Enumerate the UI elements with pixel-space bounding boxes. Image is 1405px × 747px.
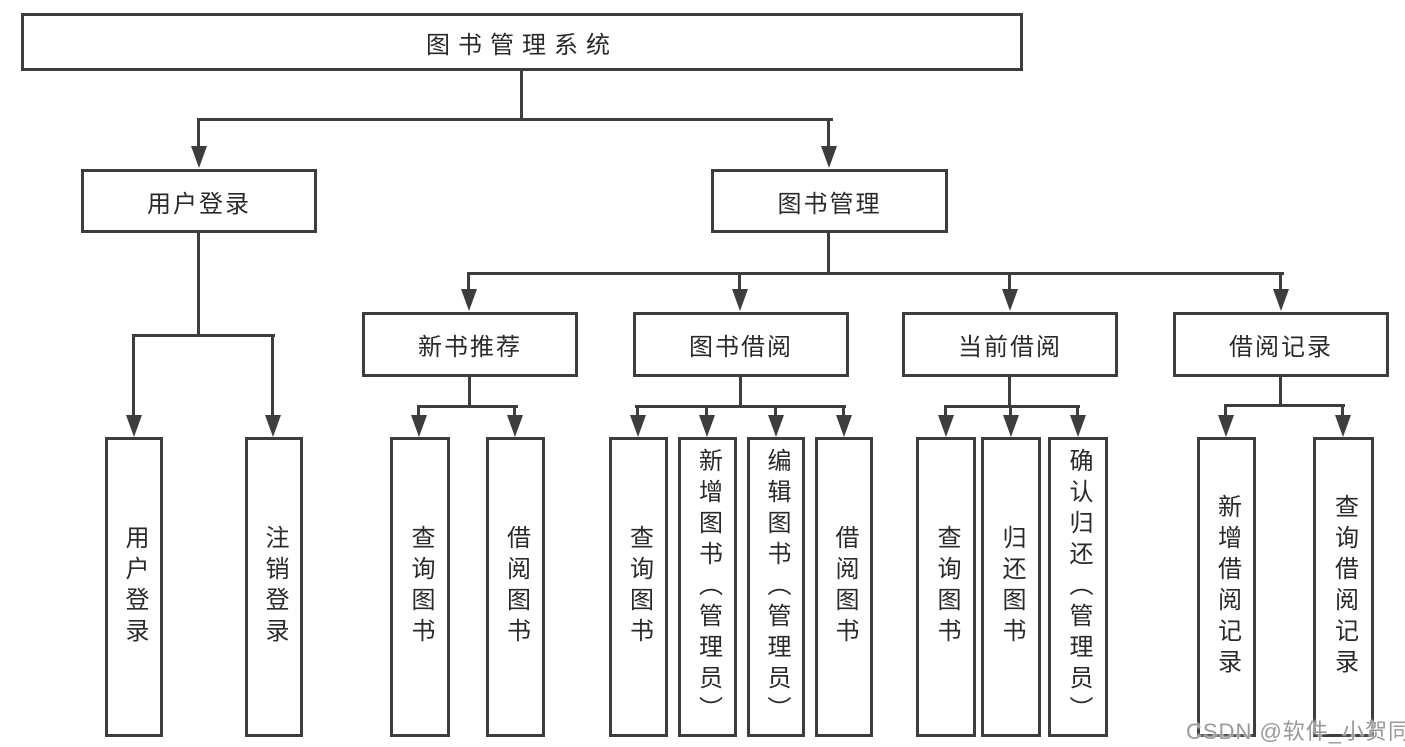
arrow-down-icon [507, 415, 523, 437]
arrow-down-icon [821, 146, 837, 168]
arrow-down-icon [1273, 289, 1289, 311]
node-current-borrowing: 当前借阅 [902, 312, 1118, 377]
arrow-down-icon [265, 415, 281, 437]
arrow-down-icon [1335, 415, 1351, 437]
connector-line [636, 406, 639, 417]
connector-line [132, 335, 135, 417]
arrow-down-icon [1218, 415, 1234, 437]
leaf-user-login: 用户登录 [105, 437, 163, 737]
connector-line [1009, 406, 1012, 417]
connector-line [271, 335, 274, 417]
connector-line [197, 118, 833, 121]
leaf-add-borrow-record: 新增借阅记录 [1197, 437, 1256, 737]
connector-line [738, 273, 741, 293]
connector-line [468, 376, 471, 407]
watermark: CSDN @软件_小贺同学 [1186, 719, 1405, 744]
connector-line [1224, 404, 1345, 407]
node-new-book-recommend: 新书推荐 [362, 312, 578, 377]
connector-line [197, 232, 200, 337]
leaf-add-books-admin: 新增图书（管理员） [678, 437, 737, 737]
node-user-login: 用户登录 [81, 169, 317, 233]
leaf-borrow-books-recommend: 借阅图书 [486, 437, 545, 737]
leaf-query-borrow-record: 查询借阅记录 [1313, 437, 1374, 737]
connector-line [467, 272, 1284, 275]
leaf-return-books: 归还图书 [981, 437, 1041, 737]
node-borrowing-records: 借阅记录 [1173, 312, 1389, 377]
arrow-down-icon [732, 289, 748, 311]
arrow-down-icon [836, 415, 852, 437]
arrow-down-icon [938, 415, 954, 437]
arrow-down-icon [630, 415, 646, 437]
connector-line [739, 376, 742, 407]
connector-line [827, 232, 830, 275]
node-book-management: 图书管理 [711, 169, 948, 233]
arrow-down-icon [461, 289, 477, 311]
connector-line [417, 405, 518, 408]
connector-line [513, 406, 516, 417]
node-library-system: 图书管理系统 [21, 13, 1023, 71]
connector-line [1279, 376, 1282, 406]
connector-line [467, 273, 470, 293]
arrow-down-icon [1002, 289, 1018, 311]
connector-line [132, 334, 275, 337]
node-book-borrowing: 图书借阅 [633, 312, 849, 377]
connector-line [774, 406, 777, 417]
connector-line [197, 119, 200, 151]
arrow-down-icon [699, 415, 715, 437]
connector-line [1008, 273, 1011, 293]
connector-line [827, 119, 830, 151]
connector-line [705, 406, 708, 417]
connector-line [944, 405, 1080, 408]
connector-line [1279, 273, 1282, 293]
arrow-down-icon [191, 146, 207, 168]
connector-line [520, 70, 523, 120]
leaf-borrow-books-borrowing: 借阅图书 [815, 437, 873, 737]
arrow-down-icon [768, 415, 784, 437]
connector-line [842, 406, 845, 417]
leaf-edit-books-admin: 编辑图书（管理员） [747, 437, 805, 737]
leaf-confirm-return-admin: 确认归还（管理员） [1048, 437, 1108, 737]
connector-line [1008, 376, 1011, 407]
connector-line [417, 406, 420, 417]
connector-line [1341, 405, 1344, 417]
connector-line [1076, 406, 1079, 417]
arrow-down-icon [1003, 415, 1019, 437]
arrow-down-icon [126, 415, 142, 437]
arrow-down-icon [1070, 415, 1086, 437]
leaf-logout: 注销登录 [245, 437, 303, 737]
connector-line [944, 406, 947, 417]
connector-line [1224, 405, 1227, 417]
leaf-query-books-current: 查询图书 [916, 437, 976, 737]
arrow-down-icon [411, 415, 427, 437]
leaf-query-books-borrowing: 查询图书 [609, 437, 668, 737]
connector-line [635, 405, 846, 408]
leaf-query-books-recommend: 查询图书 [390, 437, 450, 737]
